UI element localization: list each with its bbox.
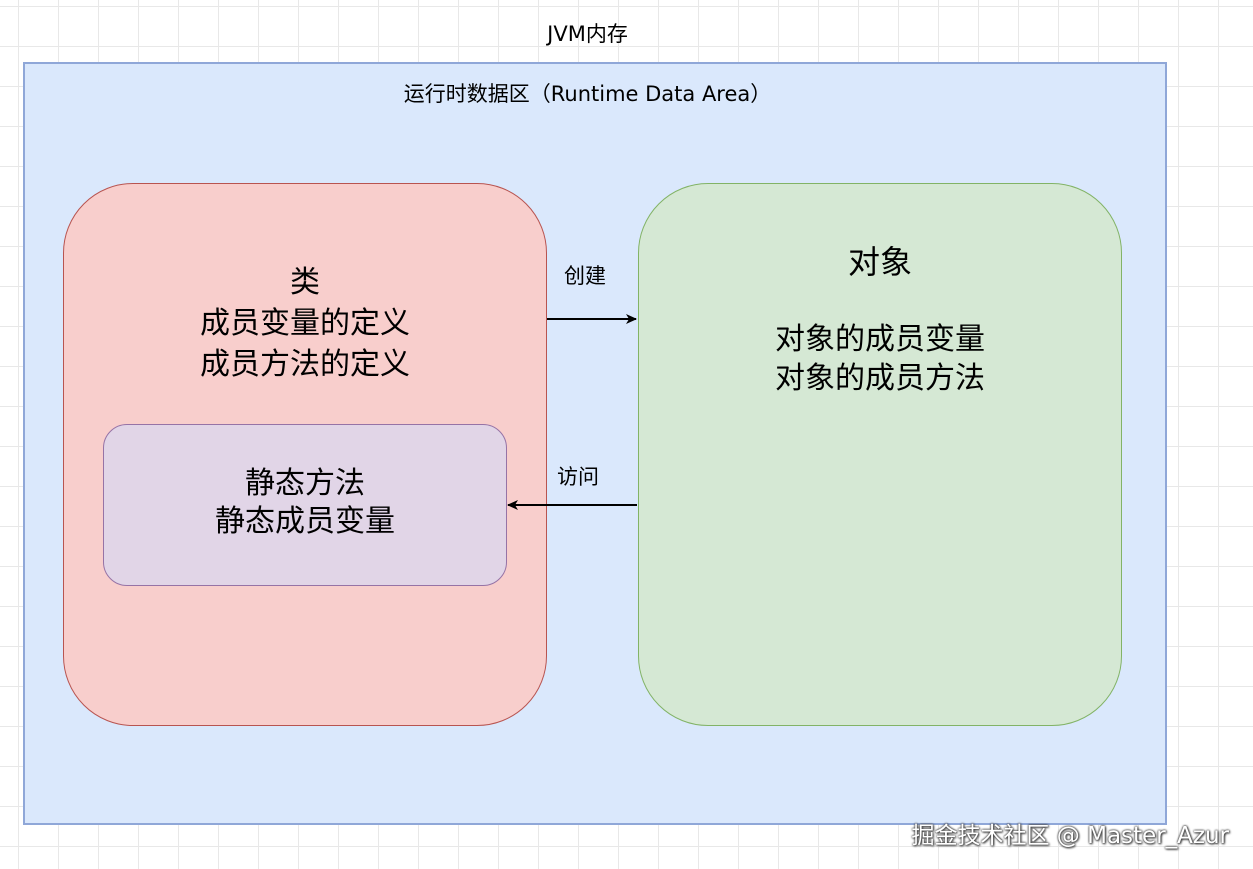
class-member-variables-text: 成员变量的定义 (200, 306, 410, 341)
static-box-text: 静态方法 静态成员变量 (103, 465, 507, 541)
access-edge-label: 访问 (557, 465, 599, 489)
object-title: 对象 (847, 243, 912, 281)
runtime-data-area-label: 运行时数据区（Runtime Data Area） (403, 82, 772, 106)
object-box-text: 对象的成员变量 对象的成员方法 (638, 320, 1122, 398)
object-member-variables-text: 对象的成员变量 (775, 322, 985, 357)
object-member-methods-text: 对象的成员方法 (775, 361, 985, 396)
static-methods-text: 静态方法 (245, 466, 365, 501)
diagram-title: JVM内存 (547, 22, 628, 46)
class-member-methods-text: 成员方法的定义 (200, 347, 410, 382)
static-box[interactable] (103, 424, 507, 586)
static-member-variables-text: 静态成员变量 (215, 504, 395, 539)
class-box-text: 类 成员变量的定义 成员方法的定义 (63, 262, 547, 385)
watermark: 掘金技术社区 @ Master_Azur (911, 823, 1229, 849)
class-title: 类 (290, 265, 320, 300)
create-edge-label: 创建 (564, 264, 606, 288)
object-box[interactable] (638, 183, 1122, 726)
